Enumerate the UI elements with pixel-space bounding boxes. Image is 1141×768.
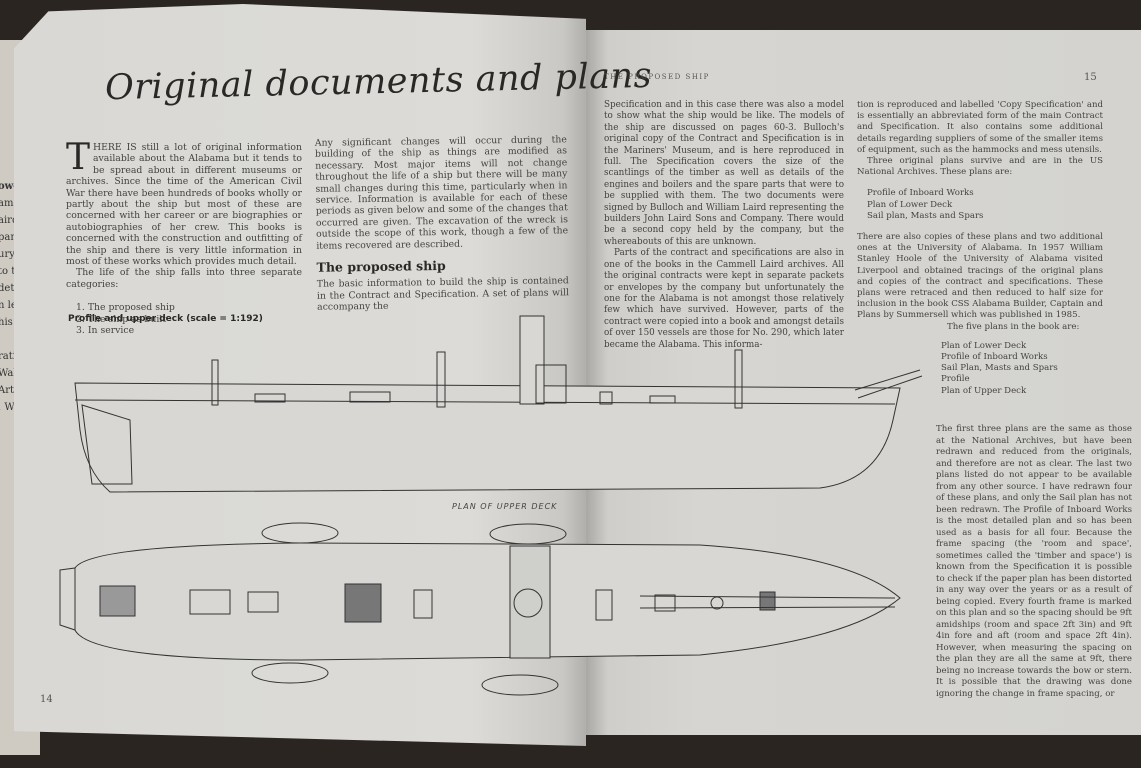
upper-deck-plan-drawing — [59, 522, 901, 696]
list-item: Profile of Inboard Works — [867, 188, 974, 199]
intro-paragraph: HERE IS still a lot of original informat… — [66, 142, 302, 268]
plan-label: PLAN OF UPPER DECK — [452, 502, 558, 511]
paragraph: tion is reproduced and labelled 'Copy Sp… — [857, 100, 1103, 155]
section-heading: The proposed ship — [316, 258, 446, 275]
list-item: Plan of Upper Deck — [941, 385, 1027, 396]
left-column-2: Any significant changes will occur durin… — [315, 134, 569, 313]
page-number-left: 14 — [40, 694, 53, 705]
list-item: Sail plan, Masts and Spars — [867, 210, 984, 221]
list-item: Sail Plan, Masts and Spars — [941, 363, 1058, 374]
list-item: 3. In service — [76, 325, 135, 337]
running-head: THE PROPOSED SHIP — [604, 73, 710, 81]
paragraph: The first three plans are the same as th… — [936, 424, 1132, 699]
page-number-right: 15 — [1084, 72, 1097, 83]
list-item: 1. The proposed ship — [76, 302, 175, 314]
paragraph: The life of the ship falls into three se… — [66, 267, 302, 290]
paragraph: The five plans in the book are: — [947, 321, 1080, 332]
list-item: Plan of Lower Deck — [941, 340, 1027, 351]
list-item: Profile — [941, 374, 970, 385]
right-column-2-lower: The first three plans are the same as th… — [936, 424, 1132, 700]
paragraph: Three original plans survive and are in … — [857, 156, 1103, 178]
right-column-2: tion is reproduced and labelled 'Copy Sp… — [857, 100, 1103, 397]
figure-caption: Profile and upper deck (scale = 1:192) — [68, 314, 263, 324]
list-item: Plan of Lower Deck — [867, 199, 953, 210]
right-column-1: Specification and in this case there was… — [604, 100, 844, 351]
paragraph: There are also copies of these plans and… — [857, 232, 1103, 321]
paragraph: Any significant changes will occur durin… — [314, 134, 569, 252]
paragraph: Parts of the contract and specifications… — [604, 248, 844, 350]
paragraph: Specification and in this case there was… — [604, 100, 844, 247]
list-item: 2. The ship as built — [76, 313, 167, 325]
paragraph: The basic information to build the ship … — [316, 275, 570, 314]
ship-profile-drawing — [74, 315, 923, 493]
drop-cap: T — [66, 137, 91, 178]
list-item: Profile of Inboard Works — [941, 352, 1048, 363]
